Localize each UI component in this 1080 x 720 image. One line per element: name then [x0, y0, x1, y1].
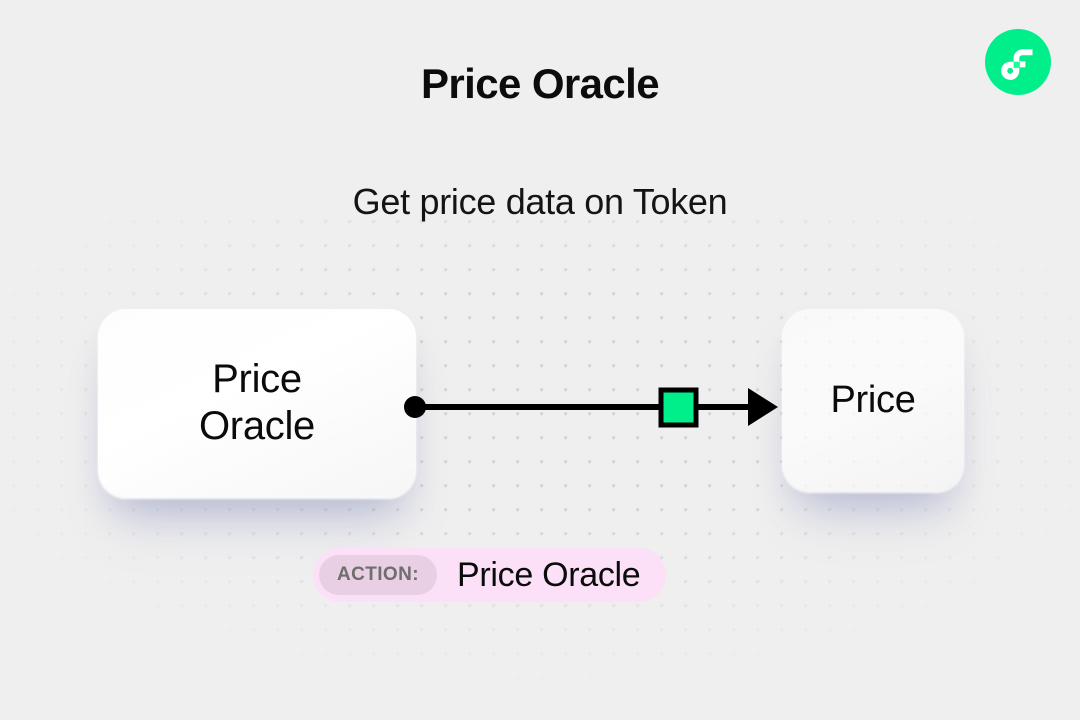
- node-label-price-oracle: Price Oracle: [198, 357, 315, 448]
- action-badge-value: Price Oracle: [456, 555, 641, 594]
- edge-arrowhead-icon: [748, 388, 778, 426]
- node-card-price-oracle[interactable]: Price Oracle: [98, 309, 416, 497]
- node-card-price[interactable]: Price: [782, 309, 964, 491]
- edge-midpoint-square-icon[interactable]: [658, 387, 699, 428]
- action-badge-key: ACTION:: [319, 555, 437, 595]
- flow-logo-icon: [985, 29, 1051, 95]
- page-title: Price Oracle: [421, 60, 660, 107]
- node-label-price: Price: [830, 378, 916, 421]
- action-badge[interactable]: ACTION: Price Oracle: [313, 548, 667, 602]
- page-subtitle: Get price data on Token: [352, 181, 728, 222]
